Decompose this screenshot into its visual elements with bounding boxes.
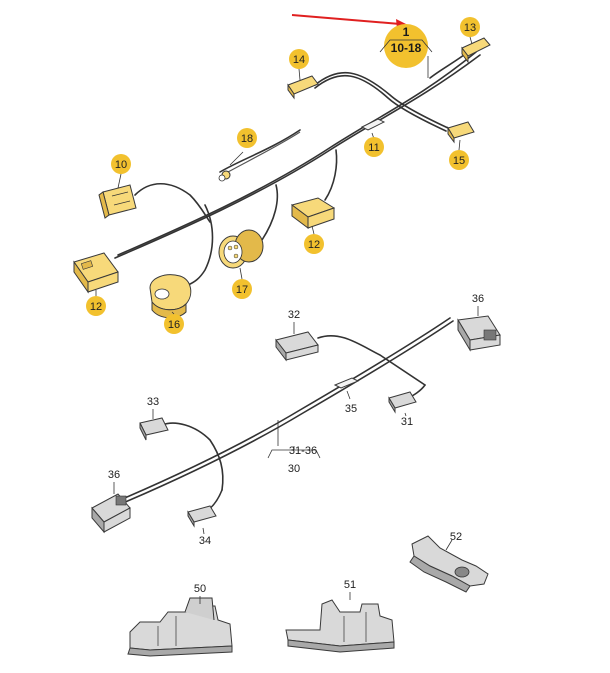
svg-text:10: 10 [115,159,127,171]
callout-16: 16 [164,311,184,334]
svg-text:12: 12 [308,239,320,251]
svg-text:51: 51 [344,579,356,591]
svg-text:18: 18 [241,133,253,145]
svg-text:17: 17 [236,284,248,296]
svg-text:15: 15 [453,155,465,167]
svg-text:36: 36 [472,293,484,305]
label-35: 35 [345,403,357,415]
connector-36-right [457,315,501,352]
connector-13 [461,37,491,64]
bracket-50 [127,596,233,657]
svg-text:32: 32 [288,309,300,321]
connector-32 [275,331,319,362]
connector-15 [447,121,475,144]
callout-13: 13 [460,17,480,45]
svg-text:14: 14 [293,54,305,66]
connector-34 [187,505,217,528]
connector-17 [218,229,264,269]
label-32: 32 [288,309,300,334]
callout-11: 11 [364,137,384,157]
connector-16 [149,274,192,319]
label-34: 34 [199,527,211,547]
label-31: 31 [401,412,413,428]
callout-12-left: 12 [86,290,106,316]
label-33: 33 [147,396,159,419]
label-50: 50 [194,583,206,595]
bracket-51 [285,592,395,653]
svg-text:16: 16 [168,319,180,331]
bracket-52 [409,535,489,593]
connector-33 [139,417,169,441]
callout-14: 14 [289,49,309,81]
callout-1-range: 10-18 [391,41,422,55]
label-36-left: 36 [108,469,120,494]
label-30: 30 [288,463,300,475]
callout-12-right: 12 [304,225,324,254]
connector-36-left [91,493,131,534]
upper-wiring-harness [114,51,481,286]
svg-text:12: 12 [90,301,102,313]
label-31-36-range: 31-36 [289,445,317,457]
svg-text:33: 33 [147,396,159,408]
svg-text:35: 35 [345,403,357,415]
connector-14 [287,75,319,100]
callout-1-number: 1 [403,25,410,39]
connector-10 [98,184,137,219]
svg-text:30: 30 [288,463,300,475]
connector-31 [388,391,417,414]
label-52: 52 [450,531,462,543]
label-36-right: 36 [472,293,484,316]
callout-10: 10 [111,154,131,189]
svg-text:50: 50 [194,583,206,595]
svg-text:31-36: 31-36 [289,445,317,457]
svg-text:34: 34 [199,535,211,547]
callout-1: 1 10-18 [379,24,433,78]
callout-17: 17 [232,267,252,299]
pointer-arrow-icon [291,14,408,29]
callout-18: 18 [237,128,257,148]
svg-text:31: 31 [401,416,413,428]
lower-wiring-harness [119,317,454,513]
connector-12-right [290,197,336,229]
clip-35 [333,377,360,400]
callout-15: 15 [449,139,469,170]
connector-12-left [73,252,119,294]
cable-tie-18 [218,131,301,182]
label-51: 51 [344,579,356,591]
svg-text:11: 11 [368,142,379,154]
svg-text:36: 36 [108,469,120,481]
svg-text:13: 13 [464,22,476,34]
svg-text:52: 52 [450,531,462,543]
